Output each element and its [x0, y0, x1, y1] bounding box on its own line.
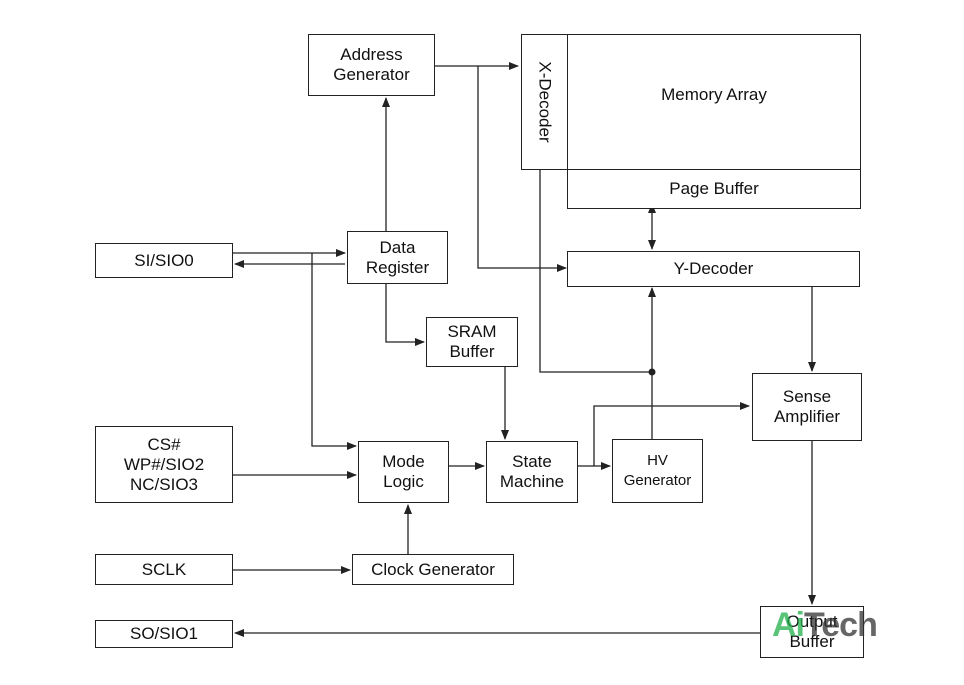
x-decoder-block: X-Decoder	[521, 34, 568, 170]
y-decoder-block: Y-Decoder	[567, 251, 860, 287]
line-datareg-sram	[385, 284, 425, 346]
si-sio0-pin: SI/SIO0	[95, 243, 233, 278]
address-generator-block: Address Generator	[308, 34, 435, 96]
line-hv-xdecoder	[539, 170, 652, 373]
line-addrgen-ydecoder	[477, 66, 567, 272]
sram-buffer-block: SRAM Buffer	[426, 317, 518, 367]
cs-wp-nc-pins: CS# WP#/SIO2 NC/SIO3	[95, 426, 233, 503]
sclk-pin: SCLK	[95, 554, 233, 585]
state-machine-block: State Machine	[486, 441, 578, 503]
data-register-block: Data Register	[347, 231, 448, 284]
hv-generator-block: HV Generator	[612, 439, 703, 503]
so-sio1-pin: SO/SIO1	[95, 620, 233, 648]
page-buffer-block: Page Buffer	[567, 169, 861, 209]
memory-array-block: Memory Array	[567, 34, 861, 170]
x-decoder-label: X-Decoder	[535, 61, 555, 143]
mode-logic-block: Mode Logic	[358, 441, 449, 503]
output-buffer-block: Output Buffer	[760, 606, 864, 658]
line-si-modelogic	[311, 253, 357, 450]
line-statemachine-sense	[593, 402, 750, 466]
sense-amplifier-block: Sense Amplifier	[752, 373, 862, 441]
clock-generator-block: Clock Generator	[352, 554, 514, 585]
junction-dot	[648, 368, 656, 376]
